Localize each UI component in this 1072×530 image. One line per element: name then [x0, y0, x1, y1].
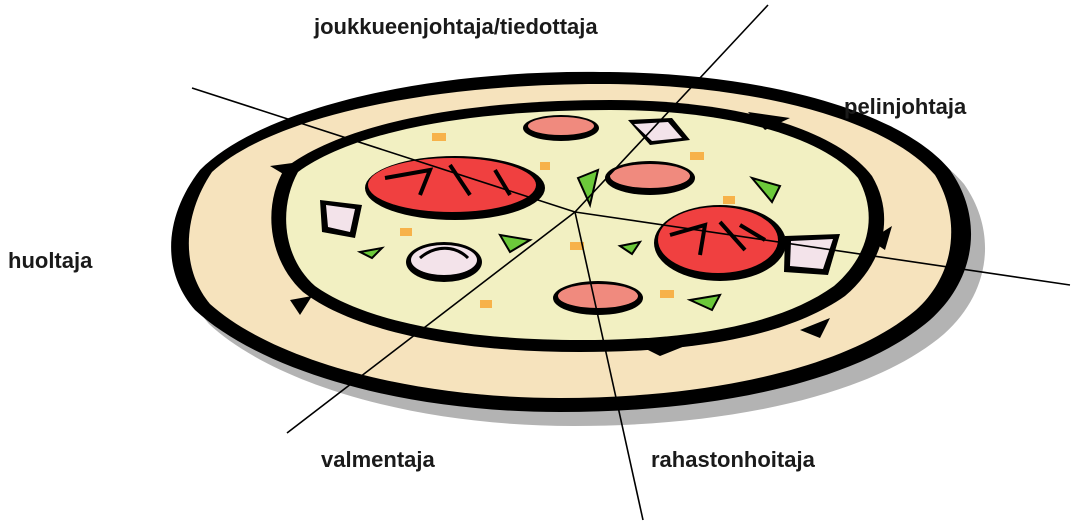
salami-3 — [553, 281, 643, 315]
mushroom-1 — [406, 242, 482, 282]
role-label-top: joukkueenjohtaja/tiedottaja — [314, 16, 598, 38]
role-label-left: huoltaja — [8, 250, 92, 272]
salami-1 — [523, 115, 599, 141]
mushroom-2 — [320, 200, 362, 238]
role-label-bottom-left: valmentaja — [321, 449, 435, 471]
role-label-right: pelinjohtaja — [844, 96, 966, 118]
role-label-bottom-right: rahastonhoitaja — [651, 449, 815, 471]
tomato-left — [365, 156, 545, 220]
tomato-right — [654, 205, 786, 281]
